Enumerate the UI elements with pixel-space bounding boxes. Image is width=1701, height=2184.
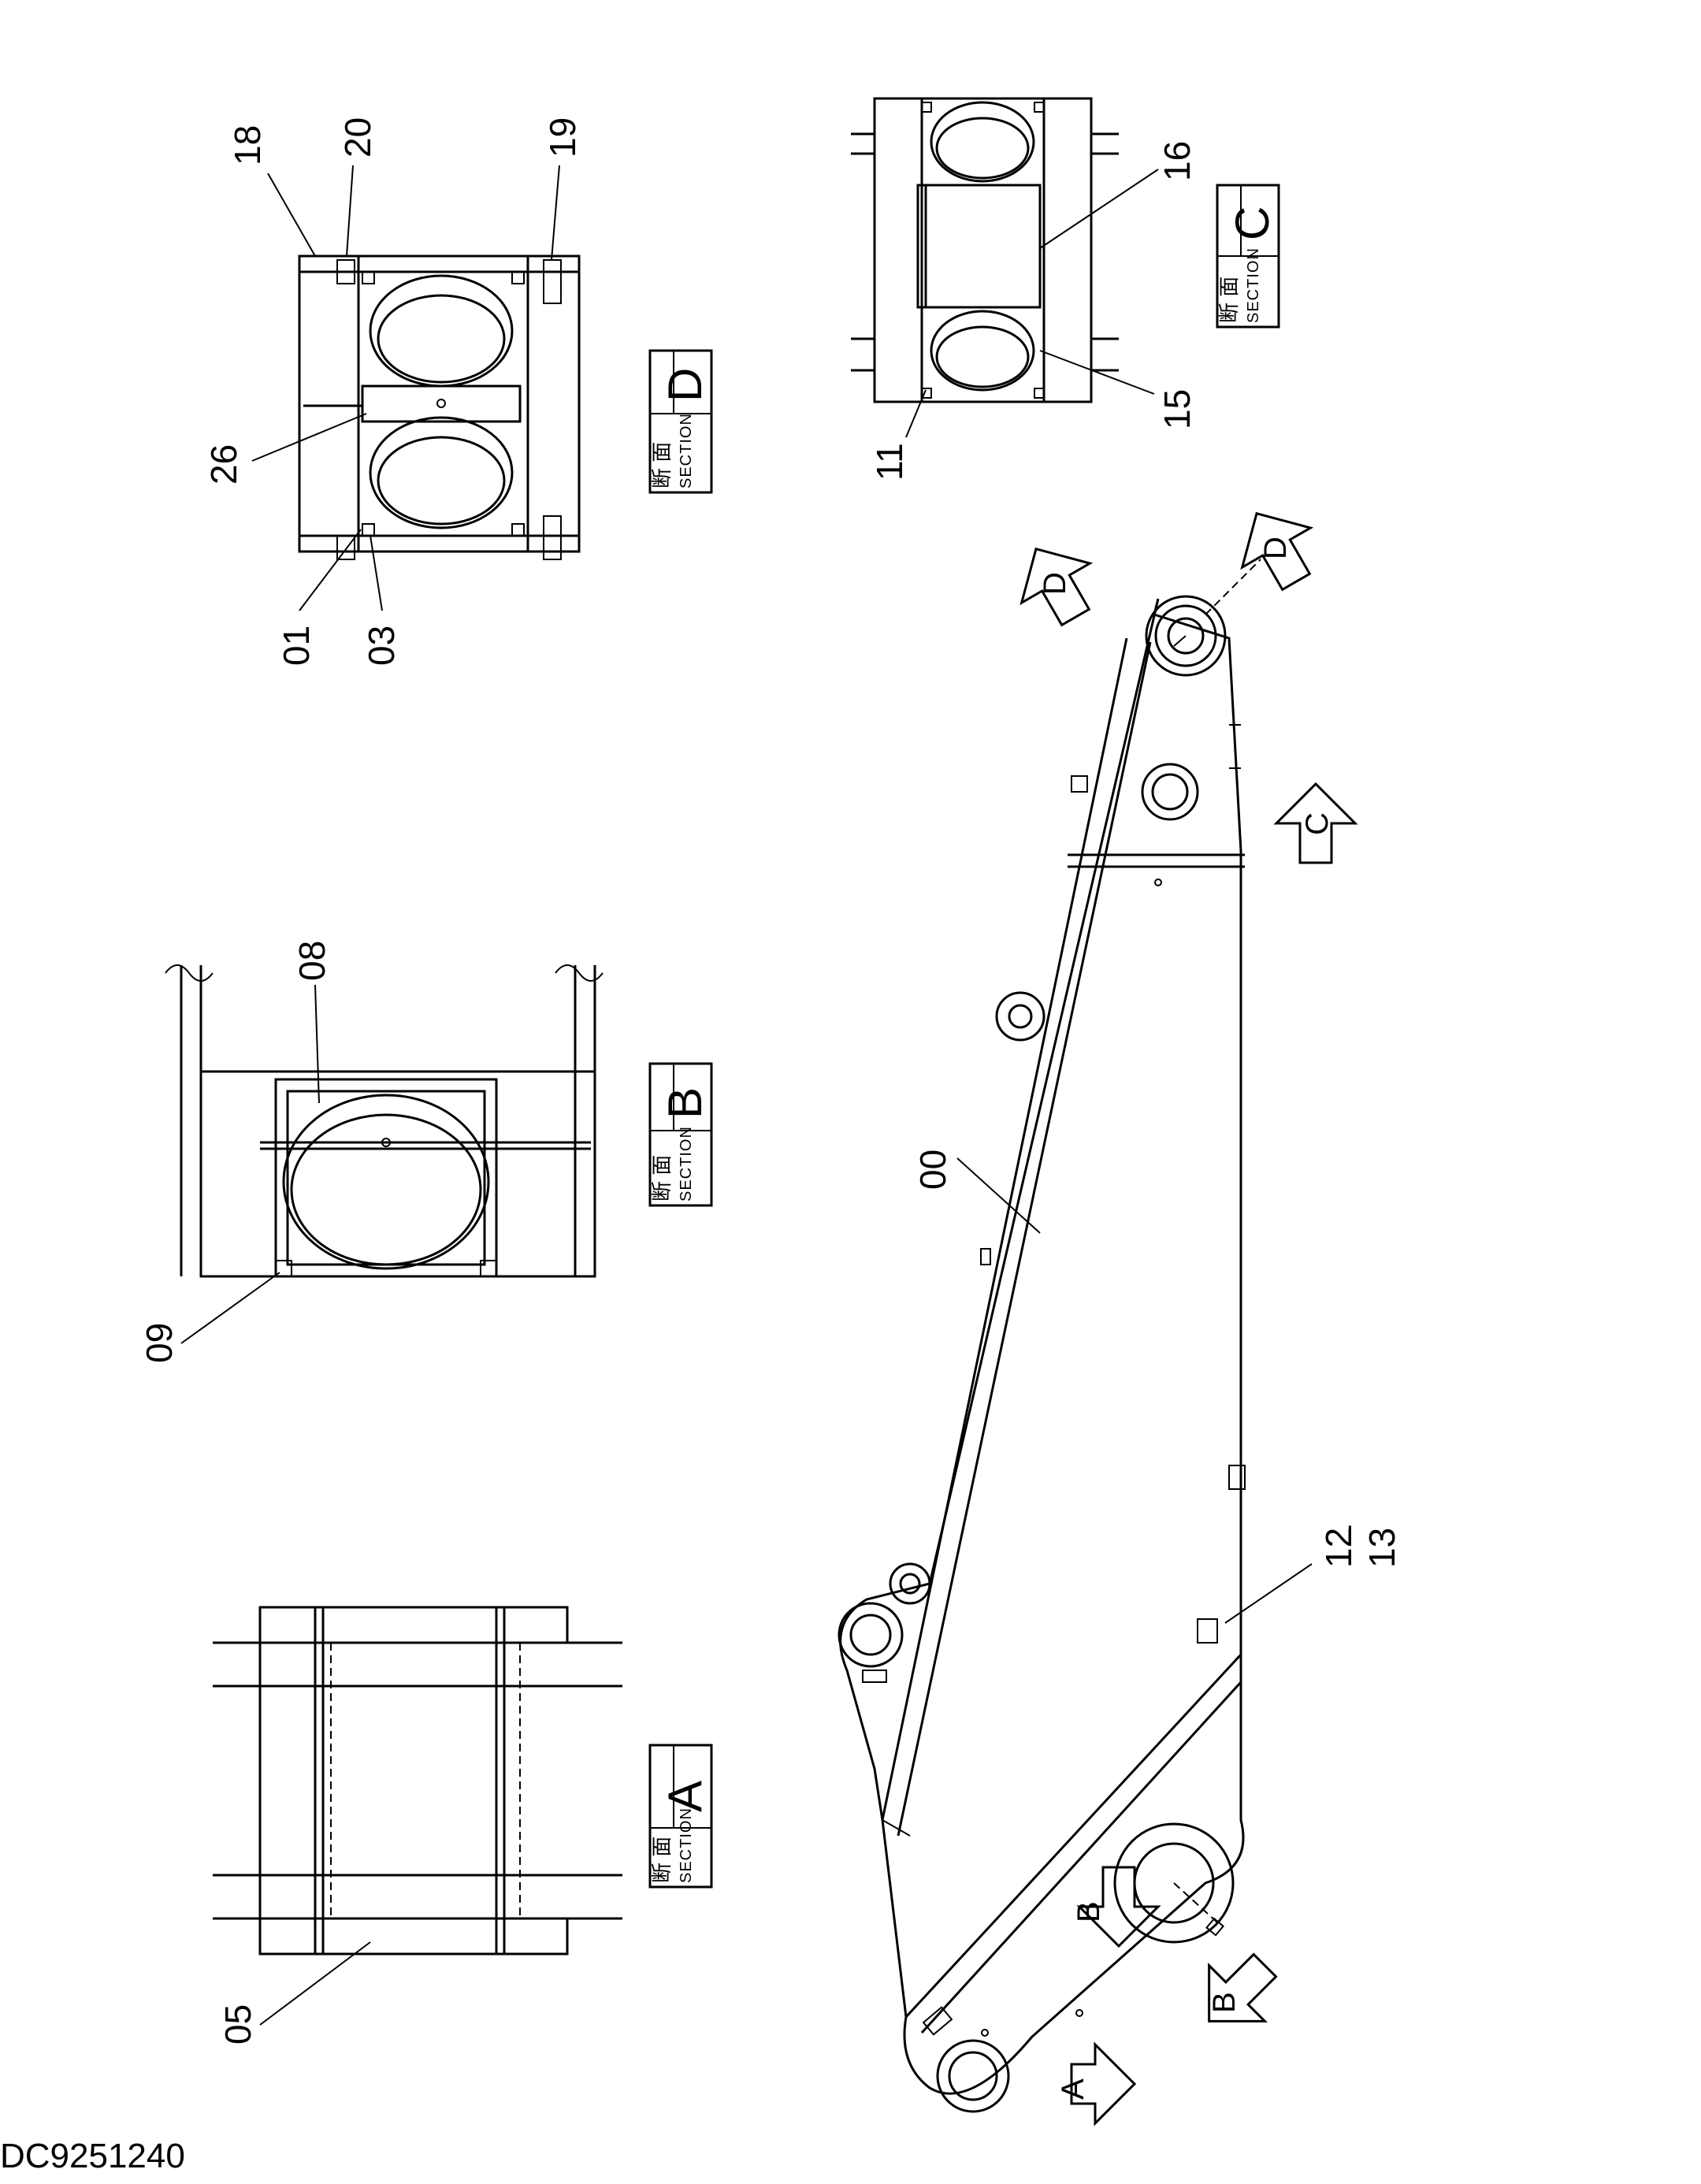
part-11-label: 11 (869, 443, 910, 481)
section-c-word: SECTION (1245, 247, 1262, 323)
section-d-kanji: 断 面 (650, 442, 674, 488)
section-c-kanji: 断 面 (1217, 277, 1241, 323)
view-arrow-d2-label: D (1258, 537, 1293, 559)
section-d-box: 断 面 SECTION D (648, 349, 713, 494)
part-08-label: 08 (292, 941, 332, 981)
section-b-box: 断 面 SECTION B (648, 1062, 713, 1207)
part-19-label: 19 (542, 117, 583, 158)
section-d-word: SECTION (678, 413, 695, 488)
section-b-view (165, 964, 604, 1278)
boom-body (838, 598, 1246, 2113)
section-a-kanji: 断 面 (650, 1837, 674, 1883)
section-b-word: SECTION (678, 1126, 695, 1202)
section-b-kanji: 断 面 (650, 1155, 674, 1202)
part-09-label: 09 (139, 1323, 180, 1363)
view-arrow-b1-label: B (1071, 1901, 1106, 1922)
part-18-label: 18 (227, 125, 268, 165)
part-09-callout: 09 (139, 1272, 280, 1363)
part-05-callout: 05 (217, 1941, 371, 2045)
view-arrow-d2 (1240, 511, 1314, 592)
part-01-callout: 01 (276, 529, 362, 666)
section-c-box: 断 面 SECTION C (1216, 184, 1280, 329)
section-a-letter: A (659, 1781, 711, 1812)
boom-tip-pin (1145, 559, 1261, 677)
section-d-letter: D (659, 368, 711, 402)
part-12-13-callout: 12 – 13 (1197, 1525, 1402, 1644)
section-b-letter: B (659, 1087, 711, 1119)
section-a-view (213, 1606, 622, 1956)
part-18-callout: 18 (227, 125, 316, 257)
part-19-callout: 19 (542, 117, 583, 261)
part-13-label: 13 (1361, 1528, 1402, 1568)
view-arrow-c (1273, 782, 1358, 864)
part-12-13-sep: – (1326, 1525, 1367, 1546)
view-arrow-b2-label: B (1207, 1992, 1242, 2013)
part-26-label: 26 (203, 444, 244, 485)
part-05-label: 05 (217, 2004, 258, 2045)
part-12-label: 12 (1318, 1528, 1359, 1568)
part-03-label: 03 (361, 626, 402, 666)
section-c-letter: C (1226, 206, 1279, 240)
part-20-label: 20 (337, 117, 378, 158)
part-08-callout: 08 (292, 941, 332, 1104)
part-11-callout: 11 (869, 389, 927, 481)
part-16-label: 16 (1157, 141, 1198, 181)
section-d-view (298, 254, 581, 560)
part-15-callout: 15 (1039, 350, 1198, 429)
section-a-box: 断 面 SECTION A (648, 1744, 713, 1889)
part-01-label: 01 (276, 626, 317, 666)
section-a-word: SECTION (678, 1807, 695, 1883)
view-arrow-d1-label: D (1038, 572, 1072, 595)
section-c-view (851, 97, 1119, 403)
document-id: DC9251240 (0, 2137, 185, 2175)
part-00-label: 00 (912, 1150, 953, 1190)
view-arrow-d1 (1019, 547, 1094, 627)
part-15-label: 15 (1157, 389, 1198, 429)
view-arrow-a (1070, 2041, 1137, 2126)
view-arrow-a-label: A (1056, 2078, 1090, 2100)
view-arrow-c-label: C (1300, 812, 1335, 835)
part-26-callout: 26 (203, 413, 367, 485)
part-20-callout: 20 (337, 117, 378, 257)
view-arrow-b2 (1208, 1952, 1278, 2022)
part-03-callout: 03 (361, 535, 402, 666)
view-arrow-b1 (1076, 1866, 1161, 1948)
part-16-callout: 16 (1039, 141, 1198, 249)
part-00-callout: 00 (912, 1150, 1041, 1234)
